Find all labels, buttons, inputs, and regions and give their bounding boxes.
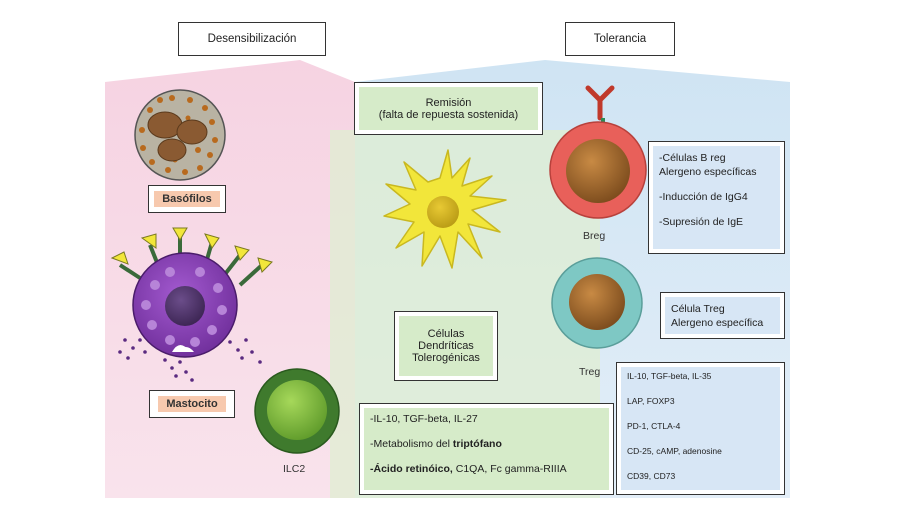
treg-mediators-box: IL-10, TGF-beta, IL-35 LAP, FOXP3 PD-1, … xyxy=(616,362,785,495)
basophil-cell xyxy=(134,89,226,181)
ilc2-cell xyxy=(254,368,340,454)
breg-info-box: -Células B reg Alergeno específicas -Ind… xyxy=(648,141,785,254)
mastocyte-label: Mastocito xyxy=(149,390,235,418)
dendritic-cell xyxy=(383,149,507,269)
basophil-label: Basófilos xyxy=(148,185,226,213)
dendritic-label-box: Células Dendríticas Tolerogénicas xyxy=(394,311,498,381)
mastocyte-cell xyxy=(110,227,273,382)
dendritic-mediators-box: -IL-10, TGF-beta, IL-27 -Metabolismo del… xyxy=(359,403,614,495)
tolerance-header: Tolerancia xyxy=(565,22,675,56)
remission-box: Remisión (falta de repuesta sostenida) xyxy=(354,82,543,135)
ilc2-label: ILC2 xyxy=(283,463,306,475)
treg-cell xyxy=(551,257,643,349)
breg-label: Breg xyxy=(583,230,606,242)
desensitization-header: Desensibilización xyxy=(178,22,326,56)
treg-label: Treg xyxy=(579,366,601,378)
breg-cell xyxy=(549,85,647,219)
treg-info-box: Célula Treg Alergeno específica xyxy=(660,292,785,339)
